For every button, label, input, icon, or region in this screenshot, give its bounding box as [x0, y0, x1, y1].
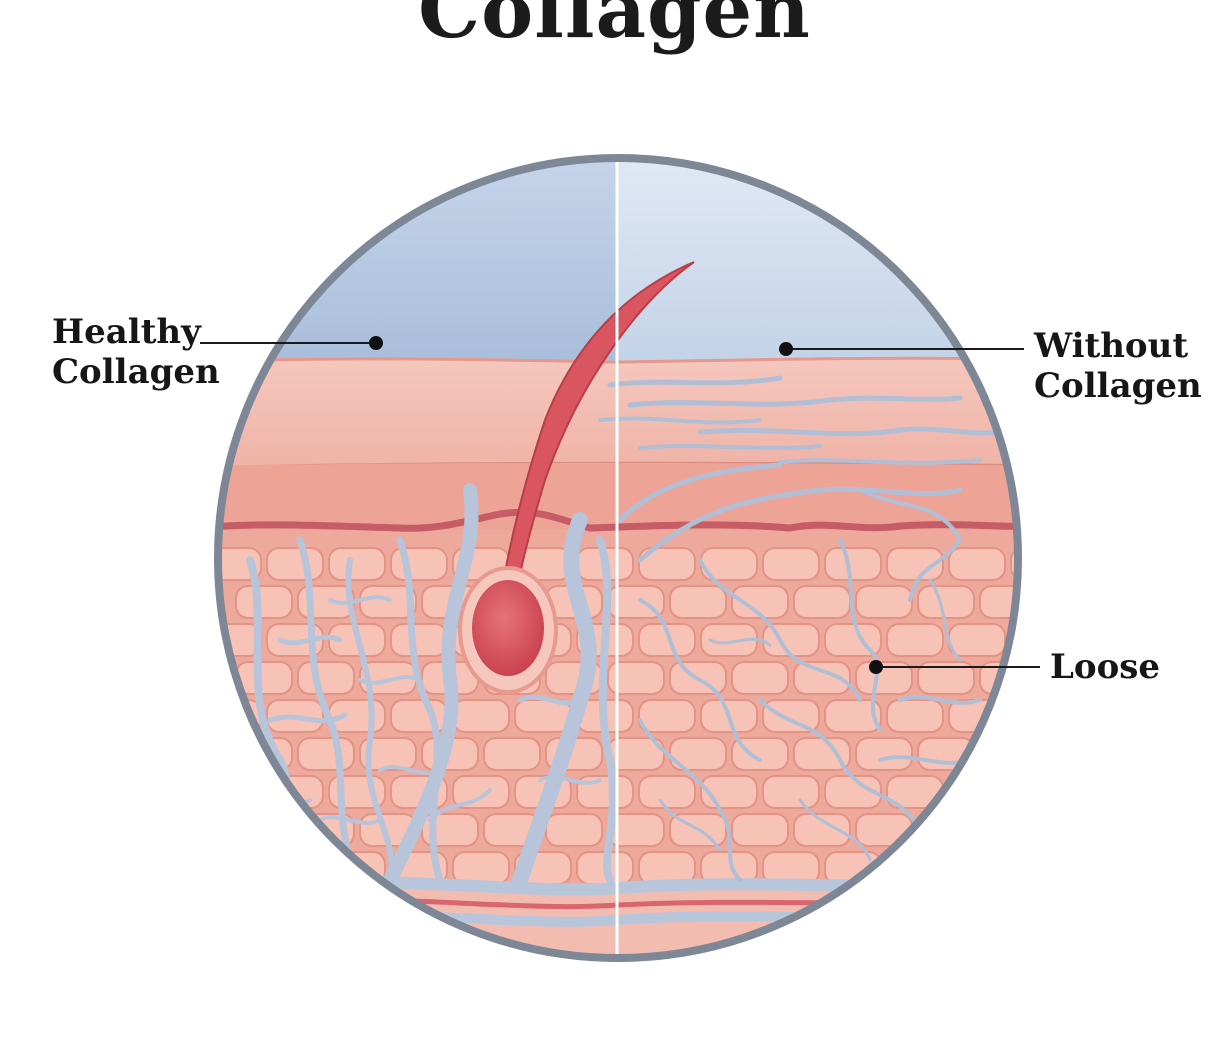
tissue-cell	[328, 547, 386, 581]
tissue-cell	[1010, 699, 1018, 733]
tissue-cell	[266, 851, 324, 885]
label-without-line1: Without	[1034, 326, 1189, 366]
tissue-cell	[359, 737, 417, 771]
surface-without	[618, 158, 1018, 370]
tissue-cell	[576, 775, 634, 809]
tissue-cell	[483, 737, 541, 771]
label-healthy-collagen: Healthy Collagen	[52, 312, 220, 392]
tissue-cell	[731, 737, 789, 771]
label-loose: Loose	[1050, 647, 1160, 687]
tissue-cell	[452, 851, 510, 885]
tissue-cell	[235, 813, 293, 847]
tissue-cell	[917, 661, 975, 695]
basement-membrane	[218, 508, 1018, 532]
tissue-cell	[218, 775, 262, 809]
tissue-cell	[390, 547, 448, 581]
tissue-cell	[638, 699, 696, 733]
label-leaders	[200, 342, 1040, 668]
tissue-cell	[669, 585, 727, 619]
tissue-cell	[297, 661, 355, 695]
tissue-cell	[979, 737, 1018, 771]
tissue-cell	[948, 851, 1006, 885]
tissue-cell	[762, 699, 820, 733]
epidermis-layer	[218, 358, 1018, 470]
tissue-cell	[1010, 547, 1018, 581]
tissue-cell	[266, 547, 324, 581]
label-healthy-line1: Healthy	[52, 312, 201, 352]
tissue-cell	[731, 661, 789, 695]
tissue-cell	[917, 585, 975, 619]
leader-dot-loose	[869, 660, 883, 674]
tissue-cell	[638, 775, 696, 809]
tissue-cell	[638, 547, 696, 581]
tissue-cell	[731, 813, 789, 847]
label-healthy-line2: Collagen	[52, 352, 220, 393]
tissue-cell	[762, 547, 820, 581]
tissue-cell	[731, 585, 789, 619]
label-without-collagen: Without Collagen	[1034, 326, 1202, 406]
tissue-cell	[824, 699, 882, 733]
tissue-cell	[638, 623, 696, 657]
leader-dot-without	[779, 342, 793, 356]
tissue-cell	[235, 585, 293, 619]
tissue-cell	[793, 661, 851, 695]
tissue-cell	[886, 547, 944, 581]
tissue-cell	[793, 585, 851, 619]
loose-collagen-fibers	[598, 375, 1003, 882]
tissue-cell	[235, 661, 293, 695]
surface-healthy	[218, 158, 618, 370]
tissue-cell	[824, 547, 882, 581]
upper-dermis	[218, 463, 1018, 540]
tissue-cell	[855, 737, 913, 771]
tissue-cell	[762, 775, 820, 809]
tissue-cell	[1010, 775, 1018, 809]
tissue-cell	[793, 813, 851, 847]
healthy-collagen-fibers	[246, 483, 617, 888]
tissue-cell	[948, 547, 1006, 581]
tissue-cell	[979, 585, 1018, 619]
tissue-cell	[390, 623, 448, 657]
diagram-title: Collagen	[418, 0, 811, 56]
tissue-cell	[886, 851, 944, 885]
tissue-cell	[545, 813, 603, 847]
label-without-line2: Collagen	[1034, 366, 1202, 407]
leader-dot-healthy	[369, 336, 383, 350]
tissue-cell	[886, 699, 944, 733]
tissue-cell	[1010, 851, 1018, 885]
label-loose-text: Loose	[1050, 647, 1161, 687]
tissue-cell	[948, 623, 1006, 657]
hair-follicle-bulb	[472, 580, 544, 676]
tissue-cell	[390, 699, 448, 733]
tissue-cell	[452, 699, 510, 733]
tissue-cell	[979, 813, 1018, 847]
tissue-cell	[297, 737, 355, 771]
tissue-cell	[948, 775, 1006, 809]
magnifier-rim	[214, 154, 1022, 962]
tissue-cell	[855, 585, 913, 619]
tissue-cell	[218, 851, 262, 885]
tissue-cell	[607, 661, 665, 695]
tissue-cell	[886, 623, 944, 657]
tissue-cell	[452, 775, 510, 809]
